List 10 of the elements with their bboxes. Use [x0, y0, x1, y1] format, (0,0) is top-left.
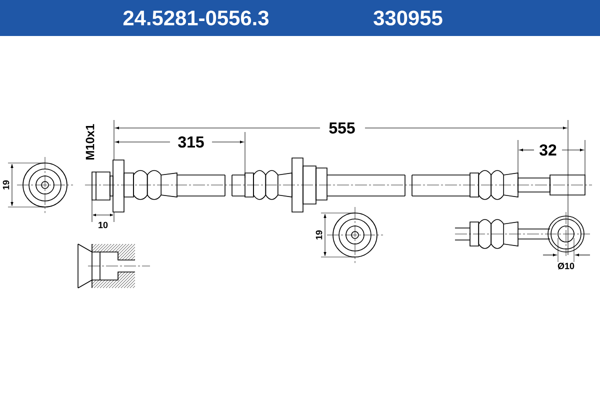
dimension-label: M10x1 [86, 124, 94, 160]
dimension-label: 10 [98, 222, 108, 228]
dimension-label: 32 [540, 144, 556, 156]
dimension-label: Ø10 [558, 262, 574, 270]
dimension-label: 19 [2, 180, 10, 190]
part-number: 330955 [374, 10, 442, 26]
dimension-label: 315 [178, 136, 204, 148]
dimension-label: 19 [316, 230, 322, 240]
part-number: 24.5281-0556.3 [123, 10, 268, 26]
dimension-label: 555 [329, 122, 355, 134]
